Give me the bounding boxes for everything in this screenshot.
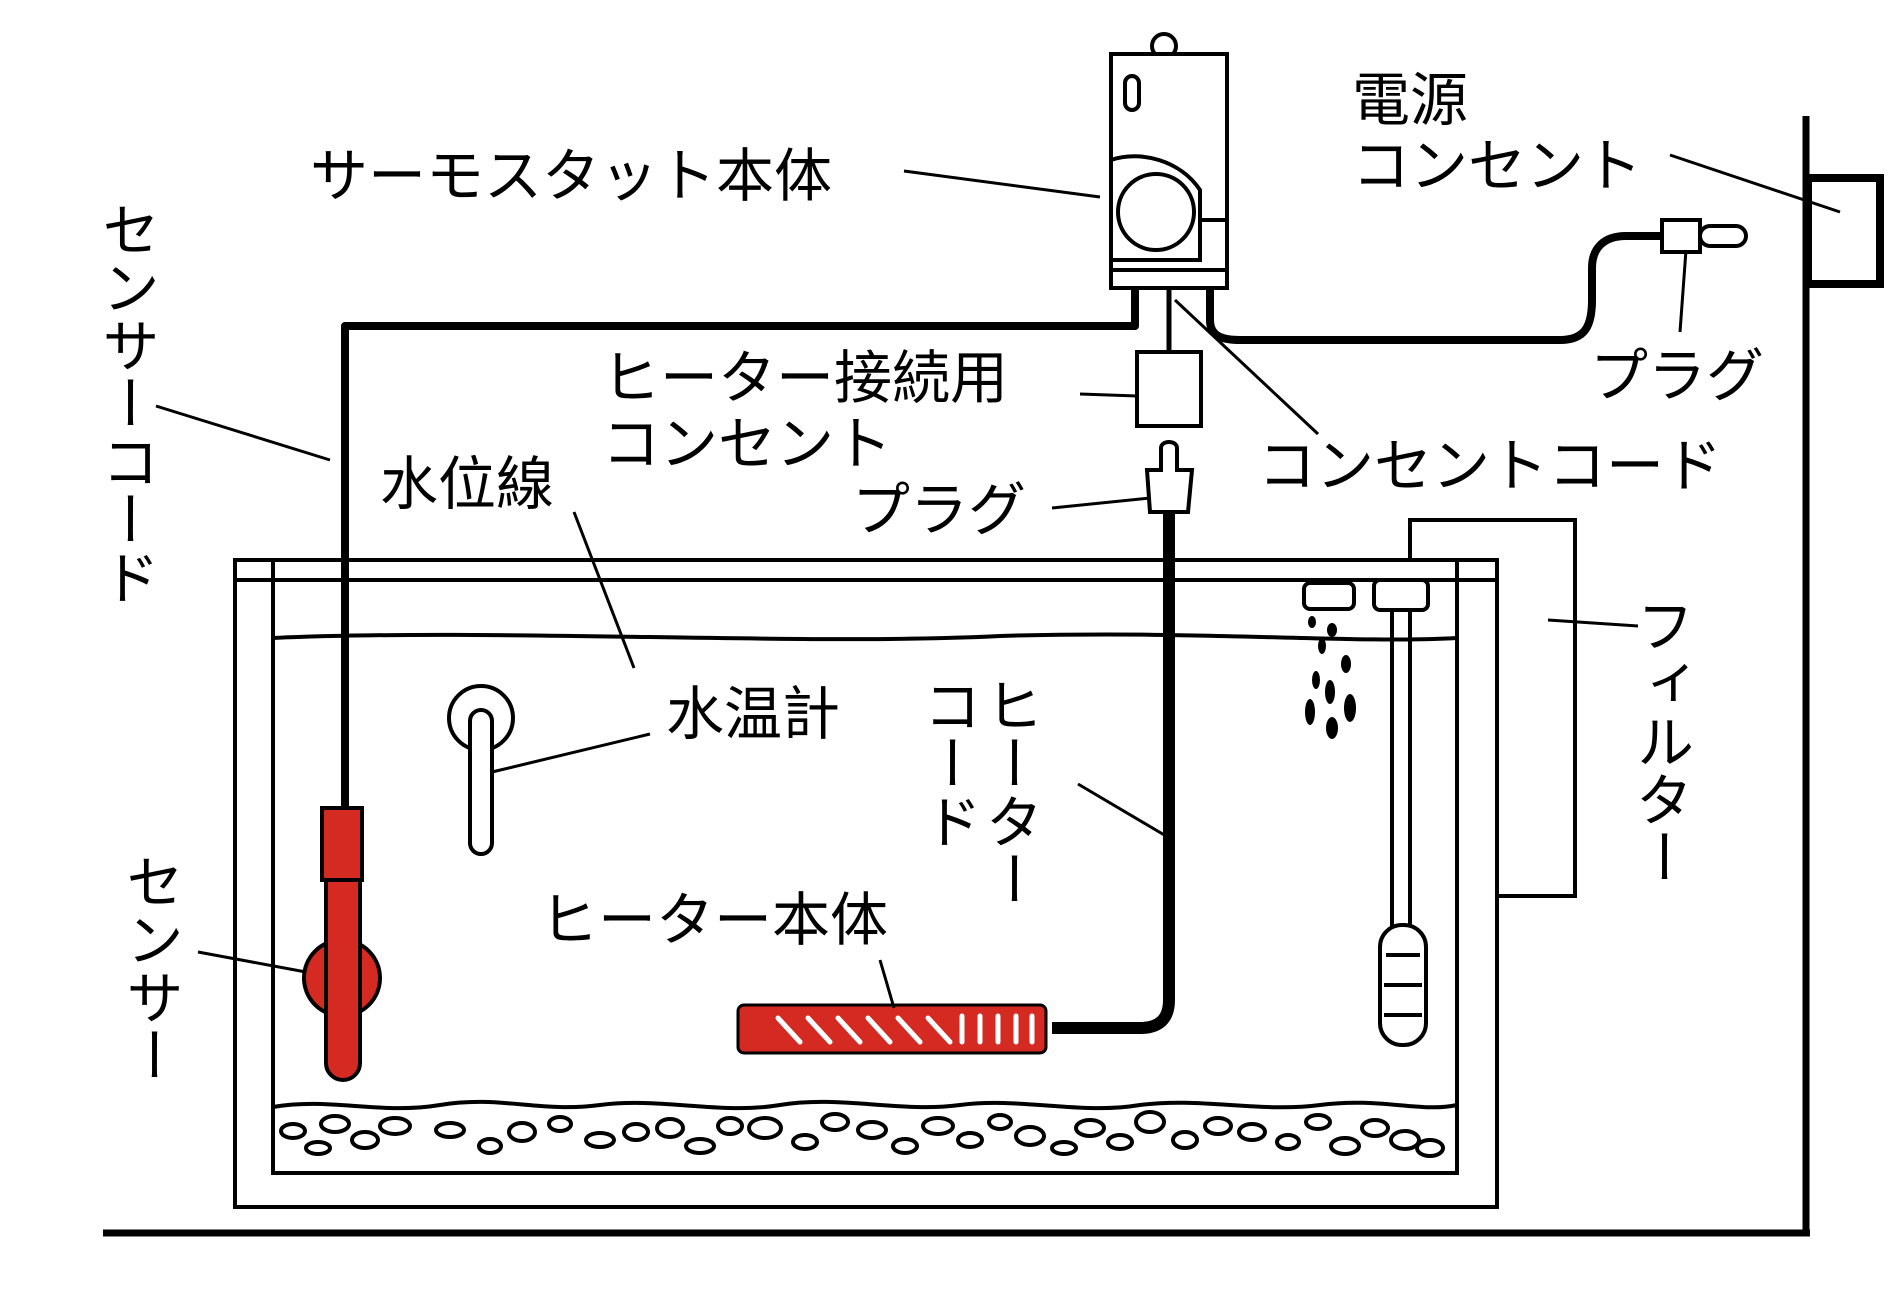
- room-structure: [103, 116, 1810, 1237]
- bubbles-icon: [1305, 616, 1356, 739]
- leader-lines: [155, 153, 1841, 1009]
- filter-unit-icon: [1302, 518, 1577, 1047]
- label-sensor-cord: センサーコード: [92, 200, 160, 606]
- label-plug-middle: プラグ: [852, 476, 1026, 544]
- cords: [341, 232, 1666, 1034]
- gravel-icon: [272, 1099, 1458, 1158]
- leader-heater-body: [878, 959, 896, 1009]
- label-outlet-cord: コンセントコード: [1258, 432, 1722, 500]
- leader-heater-outlet: [1079, 392, 1138, 398]
- leader-outlet-cord: [1173, 298, 1320, 436]
- label-power-outlet-line2: コンセント: [1352, 132, 1642, 200]
- outlet-cord: [1206, 232, 1666, 344]
- sensor-cord: [341, 288, 1139, 808]
- wall-outlet-icon: [1804, 174, 1884, 288]
- label-heater-cord-col2: コード: [914, 676, 982, 850]
- leader-power-outlet: [1669, 153, 1841, 214]
- sensor-probe-icon: [302, 806, 382, 1082]
- label-heater-outlet-line2: コンセント: [602, 410, 892, 478]
- leader-plug-right: [1678, 249, 1688, 333]
- label-thermometer: 水温計: [666, 680, 840, 748]
- label-plug-right: プラグ: [1590, 342, 1764, 410]
- leader-sensor-cord: [155, 404, 331, 462]
- plug-icon: [1660, 218, 1748, 254]
- tank-outer: [233, 558, 1499, 1209]
- label-filter: フィルター: [1626, 596, 1694, 886]
- heater-plug-icon: [1144, 440, 1195, 514]
- leader-heater-cord: [1077, 782, 1167, 838]
- label-heater-body: ヒーター本体: [540, 886, 888, 954]
- label-heater-outlet-line1: ヒーター接続用: [602, 344, 1008, 412]
- label-thermostat-body: サーモスタット本体: [310, 142, 832, 210]
- label-water-line: 水位線: [380, 450, 554, 518]
- thermostat-unit-icon: [1109, 32, 1229, 290]
- leader-sensor: [197, 950, 307, 974]
- leader-filter: [1547, 618, 1639, 628]
- heater-outlet-icon: [1135, 350, 1203, 428]
- heater-tube-icon: [736, 1003, 1048, 1055]
- leader-thermometer: [491, 732, 651, 774]
- tank-inner: [271, 558, 1459, 1175]
- leader-thermostat: [903, 169, 1101, 199]
- labels: サーモスタット本体 電源 コンセント プラグ ヒーター接続用 コンセント コンセ…: [92, 66, 1764, 1084]
- leader-water-line: [572, 511, 636, 669]
- water-line: [272, 632, 1458, 642]
- heater-cord: [1052, 512, 1175, 1034]
- aquarium-tank: [233, 558, 1499, 1209]
- thermometer-icon: [447, 684, 515, 856]
- leader-plug-middle: [1051, 496, 1151, 510]
- label-heater-cord-col1: ヒーター: [976, 676, 1044, 908]
- label-power-outlet-line1: 電源: [1352, 66, 1468, 134]
- label-sensor: センサー: [116, 852, 184, 1084]
